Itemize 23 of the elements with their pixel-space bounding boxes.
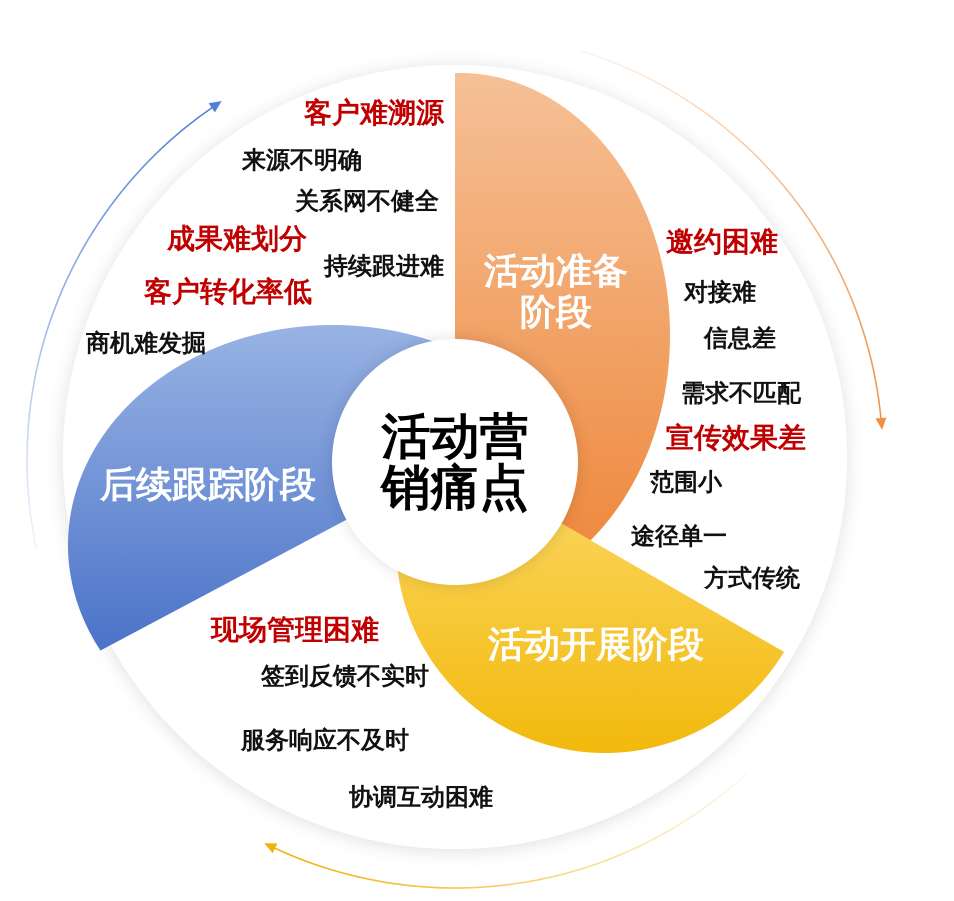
pain-point-text: 途径单一 [631,522,727,550]
pain-point-text: 商机难发掘 [86,328,206,358]
pain-point-text: 需求不匹配 [681,378,801,408]
pain-point-heading: 成果难划分 [167,222,307,256]
pain-point-heading: 邀约困难 [666,225,778,259]
pain-point-text: 关系网不健全 [295,186,439,216]
pain-point-text: 来源不明确 [242,146,362,174]
pain-point-heading: 现场管理困难 [211,613,379,647]
pain-point-text: 持续跟进难 [324,252,444,280]
phase-title: 后续跟踪阶段 [100,464,316,506]
pain-point-text: 协调互动困难 [349,782,493,812]
pain-point-text: 对接难 [684,278,756,306]
pain-point-text: 范围小 [650,468,722,496]
pain-point-heading: 宣传效果差 [666,421,806,455]
pain-point-heading: 客户转化率低 [144,275,312,309]
center-title: 活动营销痛点 [380,411,530,513]
pain-point-heading: 客户难溯源 [304,96,444,130]
pain-point-text: 方式传统 [704,564,800,592]
pain-point-text: 签到反馈不实时 [261,662,429,690]
pain-point-text: 信息差 [704,324,776,352]
pain-point-text: 服务响应不及时 [241,726,409,754]
phase-title: 活动准备阶段 [482,251,629,333]
phase-title: 活动开展阶段 [488,624,704,666]
